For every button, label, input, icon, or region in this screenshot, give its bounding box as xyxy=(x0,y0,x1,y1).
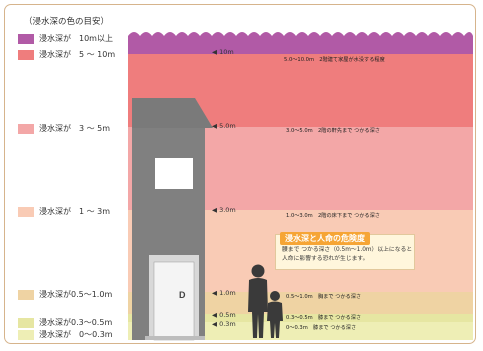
depth-marker-0.3m: ◀ 0.3m xyxy=(212,320,236,328)
description-range: 5.0〜10.0m xyxy=(284,57,315,63)
legend-label: 浸水深が 10m以上 xyxy=(39,34,113,43)
depth-marker-5m: ◀ 5.0m xyxy=(212,122,236,130)
house-illustration: D xyxy=(132,98,213,341)
water-surface-wave xyxy=(128,32,473,40)
house-window xyxy=(155,158,193,189)
description-range: 0〜0.3m xyxy=(286,325,308,331)
house-step xyxy=(145,336,205,340)
description-1-3m: 1.0〜3.0m 2階の床下まで つかる深さ xyxy=(286,213,380,220)
depth-marker-label: 0.5m xyxy=(219,311,236,319)
depth-marker-10m: ◀ 10m xyxy=(212,48,234,56)
danger-info-box: 浸水深と人命の危険度 腰まで つかる深さ（0.5m〜1.0m）以上になると人命に… xyxy=(275,232,415,270)
house-door-knob: D xyxy=(179,290,186,300)
legend-swatch xyxy=(18,290,34,300)
legend-label: 浸水深が 3 〜 5m xyxy=(39,124,111,133)
band-0.3-0.5m xyxy=(128,314,473,322)
danger-box-title: 浸水深と人命の危険度 xyxy=(280,232,370,245)
description-0.3-0.5m: 0.3〜0.5m 膝まで つかる深さ xyxy=(286,315,361,322)
description-text: 2階の軒先まで つかる深さ xyxy=(317,128,380,134)
legend-swatch xyxy=(18,207,34,217)
adult-silhouette xyxy=(248,264,268,338)
description-0-0.3m: 0〜0.3m 膝まで つかる深さ xyxy=(286,325,356,332)
legend-label: 浸水深が0.5〜1.0m xyxy=(39,290,113,299)
description-text: 胸まで つかる深さ xyxy=(317,294,362,300)
legend-swatch xyxy=(18,34,34,44)
description-range: 0.3〜0.5m xyxy=(286,315,313,321)
description-range: 3.0〜5.0m xyxy=(286,128,313,134)
legend-title: （浸水深の色の目安） xyxy=(24,17,110,27)
depth-marker-label: 0.3m xyxy=(219,320,236,328)
description-text: 2階建て家屋が水没する程度 xyxy=(319,57,385,63)
depth-marker-label: 5.0m xyxy=(219,122,236,130)
legend-swatch xyxy=(18,124,34,134)
frame-border xyxy=(4,4,476,344)
house-roof xyxy=(132,98,213,128)
legend-label: 浸水深が 5 〜 10m xyxy=(39,50,116,59)
depth-marker-0.5m: ◀ 0.5m xyxy=(212,311,236,319)
legend-label: 浸水深が0.3〜0.5m xyxy=(39,318,113,327)
description-range: 1.0〜3.0m xyxy=(286,213,313,219)
description-5-10m: 5.0〜10.0m 2階建て家屋が水没する程度 xyxy=(284,57,385,64)
depth-marker-label: 1.0m xyxy=(219,289,236,297)
description-range: 0.5〜1.0m xyxy=(286,294,313,300)
description-3-5m: 3.0〜5.0m 2階の軒先まで つかる深さ xyxy=(286,128,380,135)
danger-box-text: 腰まで つかる深さ（0.5m〜1.0m）以上になると人命に影響する恐れが生じます… xyxy=(282,247,413,262)
legend-label: 浸水深が 1 〜 3m xyxy=(39,207,111,216)
description-text: 膝まで つかる深さ xyxy=(317,315,362,321)
legend-swatch xyxy=(18,318,34,328)
depth-marker-label: 10m xyxy=(219,48,234,56)
description-text: 2階の床下まで つかる深さ xyxy=(317,213,380,219)
house-door xyxy=(153,261,195,341)
band-10m-plus xyxy=(128,36,473,54)
legend-swatch xyxy=(18,330,34,340)
depth-marker-label: 3.0m xyxy=(219,206,236,214)
legend-label: 浸水深が 0〜0.3m xyxy=(39,330,113,339)
band-0-0.3m xyxy=(128,322,473,340)
depth-marker-3m: ◀ 3.0m xyxy=(212,206,236,214)
child-silhouette xyxy=(267,291,283,338)
legend-swatch xyxy=(18,50,34,60)
depth-marker-1m: ◀ 1.0m xyxy=(212,289,236,297)
description-0.5-1m: 0.5〜1.0m 胸まで つかる深さ xyxy=(286,294,361,301)
band-0.5-1m xyxy=(128,292,473,314)
description-text: 膝まで つかる深さ xyxy=(313,325,357,331)
